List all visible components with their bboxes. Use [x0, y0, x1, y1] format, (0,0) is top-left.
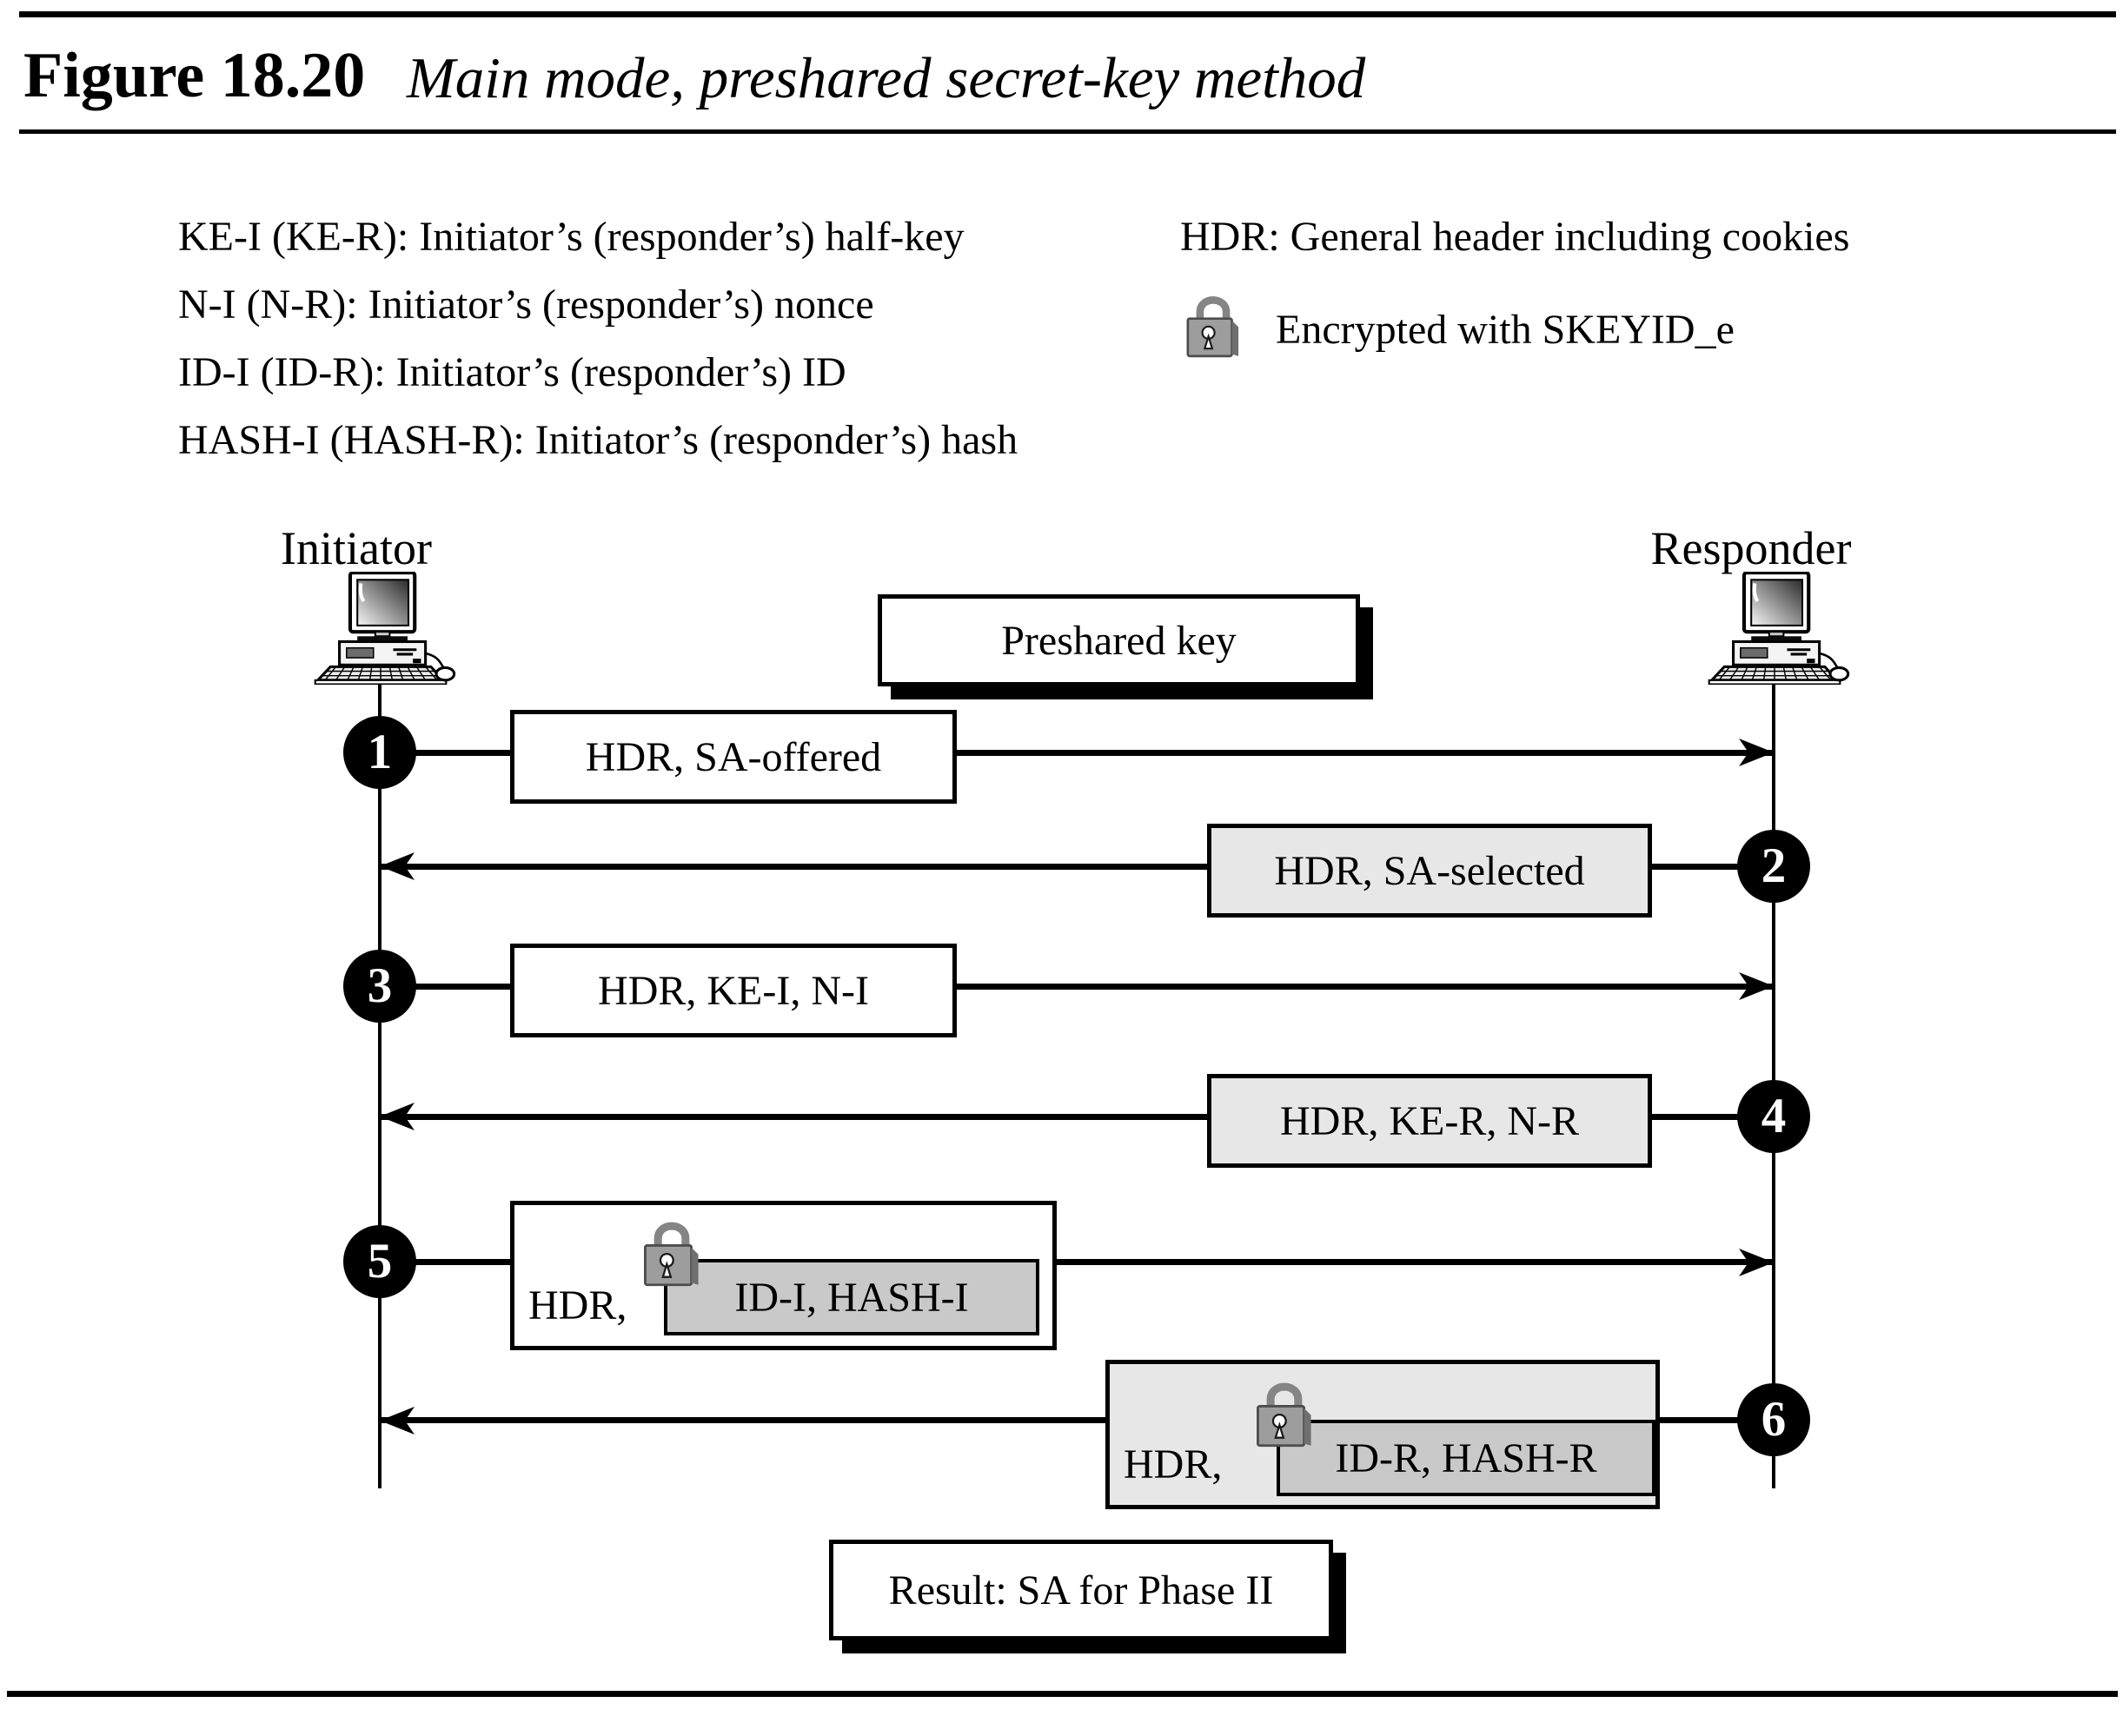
message-label-box-5: HDR, ID-I, HASH-I [510, 1201, 1057, 1350]
message-arrow-4 [380, 1114, 1774, 1120]
message-label-box-3: HDR, KE-I, N-I [510, 944, 957, 1037]
message-arrow-2 [380, 864, 1774, 870]
legend-left: KE-I (KE-R): Initiator’s (responder’s) h… [178, 203, 1018, 474]
figure-label: Figure 18.20 [23, 40, 366, 111]
step-circle-3: 3 [343, 950, 416, 1023]
actor-label-initiator: Initiator [281, 522, 432, 574]
arrowhead-left-icon [380, 1103, 415, 1130]
step-circle-2: 2 [1737, 830, 1810, 903]
preshared-key-box: Preshared key [878, 594, 1360, 686]
message-label-box-1: HDR, SA-offered [510, 710, 957, 804]
encrypted-payload-box: ID-I, HASH-I [664, 1259, 1039, 1335]
bottom-rule [7, 1691, 2118, 1697]
step-circle-1: 1 [343, 716, 416, 789]
lock-icon [1184, 287, 1242, 358]
legend-item-halfkey: KE-I (KE-R): Initiator’s (responder’s) h… [178, 214, 965, 260]
message-arrow-6 [380, 1417, 1774, 1423]
message-arrow-5 [380, 1259, 1774, 1265]
lock-icon [1254, 1373, 1315, 1448]
figure-caption: Main mode, preshared secret-key method [407, 46, 1366, 110]
step-circle-5: 5 [343, 1225, 416, 1298]
hdr-prefix-label: HDR, [1124, 1441, 1223, 1488]
top-rule [19, 11, 2116, 17]
message-label-box-6: HDR, ID-R, HASH-R [1105, 1360, 1660, 1509]
message-label-box-4: HDR, KE-R, N-R [1207, 1074, 1652, 1168]
legend-item-encrypted: Encrypted with SKEYID_e [1276, 307, 1735, 353]
legend-item-nonce: N-I (N-R): Initiator’s (responder’s) non… [178, 282, 874, 328]
arrowhead-right-icon [1739, 1249, 1774, 1276]
step-circle-4: 4 [1737, 1080, 1810, 1153]
arrowhead-right-icon [1739, 739, 1774, 766]
hdr-prefix-label: HDR, [528, 1282, 627, 1329]
legend-item-id: ID-I (ID-R): Initiator’s (responder’s) I… [178, 349, 846, 395]
result-box: Result: SA for Phase II [829, 1540, 1333, 1640]
header-rule [19, 129, 2116, 134]
arrowhead-left-icon [380, 1407, 415, 1435]
lock-icon [641, 1212, 702, 1287]
legend-item-hdr: HDR: General header including cookies [1180, 214, 1850, 260]
message-arrow-1 [380, 750, 1774, 756]
arrowhead-left-icon [380, 852, 415, 880]
message-arrow-3 [380, 984, 1774, 990]
lifeline-initiator [378, 685, 381, 1488]
step-circle-6: 6 [1737, 1383, 1810, 1456]
message-label-box-2: HDR, SA-selected [1207, 824, 1652, 918]
actor-label-responder: Responder [1650, 522, 1852, 574]
computer-icon [1697, 572, 1850, 685]
arrowhead-right-icon [1739, 972, 1774, 1000]
computer-icon [303, 572, 456, 685]
legend-item-hash: HASH-I (HASH-R): Initiator’s (responder’… [178, 417, 1018, 463]
encrypted-payload-box: ID-R, HASH-R [1277, 1420, 1655, 1496]
